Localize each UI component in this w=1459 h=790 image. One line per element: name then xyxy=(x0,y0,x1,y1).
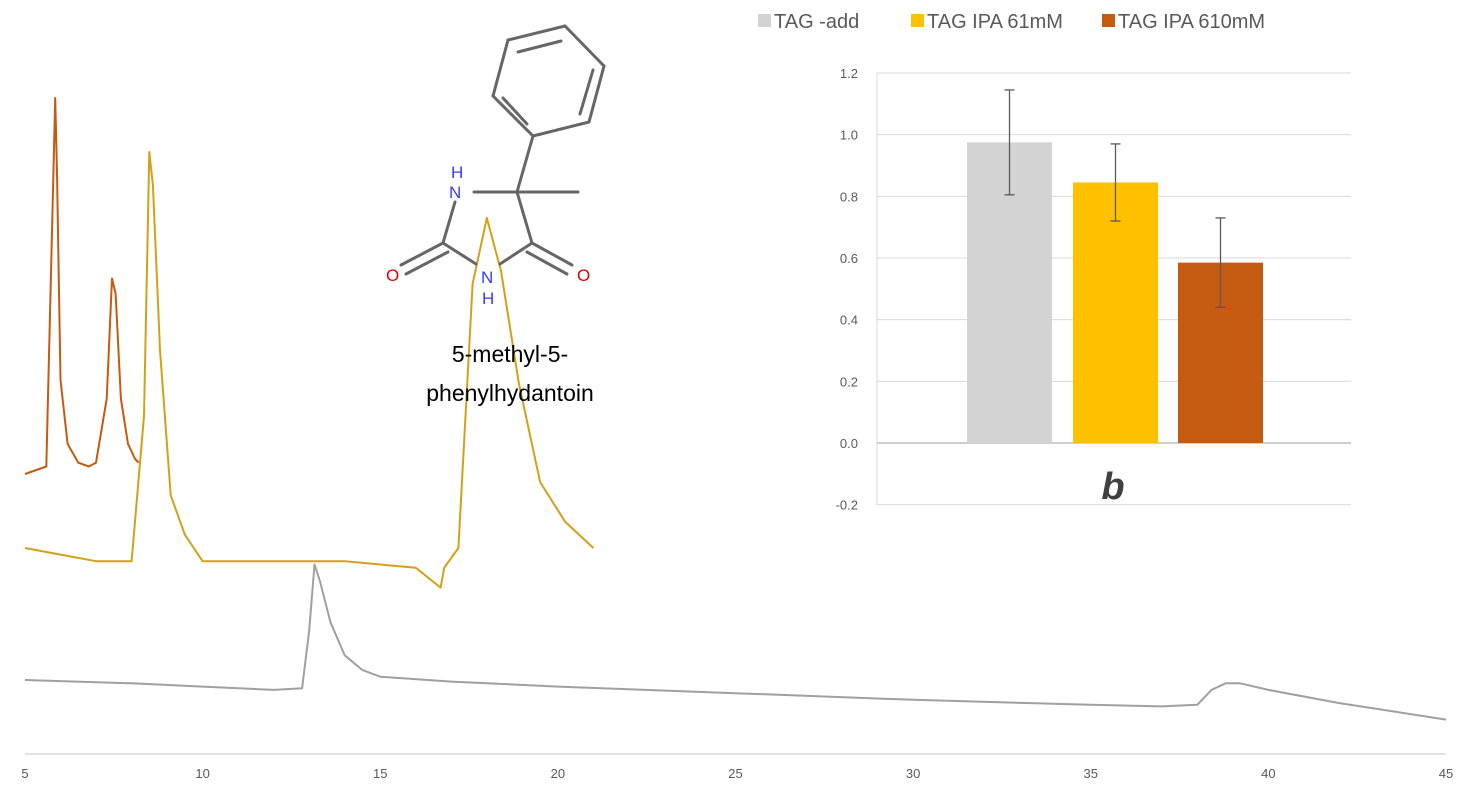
phenyl-ring-icon xyxy=(491,24,606,138)
legend-swatch xyxy=(1102,14,1115,27)
chromatogram-trace xyxy=(24,97,140,475)
bar-chart-y-tick-label: -0.2 xyxy=(836,498,858,513)
atom-h-bottom: H xyxy=(482,289,494,308)
atom-n-bottom: N xyxy=(481,268,493,287)
molecule-structure: H N O O N H 5-methyl-5- phenylhydantoin xyxy=(386,24,606,406)
chromatogram-x-tick-label: 30 xyxy=(906,766,920,781)
chromatogram-x-tick-label: 10 xyxy=(195,766,209,781)
atom-n-top: N xyxy=(449,183,461,202)
chromatogram-x-tick-label: 40 xyxy=(1261,766,1275,781)
chromatogram-trace xyxy=(24,151,595,589)
molecule-name-line2: phenylhydantoin xyxy=(426,380,594,406)
bar-chart-y-tick-label: 0.8 xyxy=(840,189,858,204)
atom-h-top: H xyxy=(451,163,463,182)
bar-chart-y-tick-labels: 1.2 1.0 0.8 0.6 0.4 0.2 0.0 -0.2 xyxy=(836,66,858,513)
chromatogram-x-tick-label: 25 xyxy=(728,766,742,781)
bar-chart-error-bars xyxy=(1004,89,1226,308)
bar-chart-y-tick-label: 0.2 xyxy=(840,374,858,389)
bar-category-label: b xyxy=(1101,466,1124,508)
molecule-name-line1: 5-methyl-5- xyxy=(452,341,568,367)
chromatogram-x-tick-labels: 5 10 15 20 25 30 35 40 45 xyxy=(21,766,1453,781)
chromatogram-traces xyxy=(24,97,1447,721)
bar-chart: TAG -add TAG IPA 61mM TAG IPA 610mM 1.2 1.0… xyxy=(758,11,1351,513)
legend-label: TAG -add xyxy=(774,11,859,33)
legend-label: TAG IPA 61mM xyxy=(927,11,1063,33)
legend-swatch xyxy=(758,14,771,27)
bar-chart-y-tick-label: 1.2 xyxy=(840,66,858,81)
bar-chart-legend: TAG -add TAG IPA 61mM TAG IPA 610mM xyxy=(758,11,1265,33)
hydantoin-ring-icon xyxy=(399,134,580,276)
bar-chart-y-tick-label: 0.0 xyxy=(840,436,858,451)
atom-o-left: O xyxy=(386,266,399,285)
chromatogram-trace xyxy=(24,563,1447,721)
bar-chart-y-tick-label: 1.0 xyxy=(840,128,858,143)
chromatogram-x-tick-label: 20 xyxy=(551,766,565,781)
chromatogram-x-tick-label: 5 xyxy=(21,766,28,781)
atom-o-right: O xyxy=(577,266,590,285)
bar-chart-bars xyxy=(967,142,1263,444)
bar-chart-y-tick-label: 0.4 xyxy=(840,313,858,328)
bar-chart-y-tick-label: 0.6 xyxy=(840,251,858,266)
chromatogram-chart: 5 10 15 20 25 30 35 40 45 xyxy=(21,97,1453,781)
chromatogram-x-tick-label: 15 xyxy=(373,766,387,781)
legend-label: TAG IPA 610mM xyxy=(1118,11,1265,33)
chromatogram-x-tick-label: 45 xyxy=(1439,766,1453,781)
bar xyxy=(1073,182,1158,444)
legend-swatch xyxy=(911,14,924,27)
chromatogram-x-tick-label: 35 xyxy=(1084,766,1098,781)
